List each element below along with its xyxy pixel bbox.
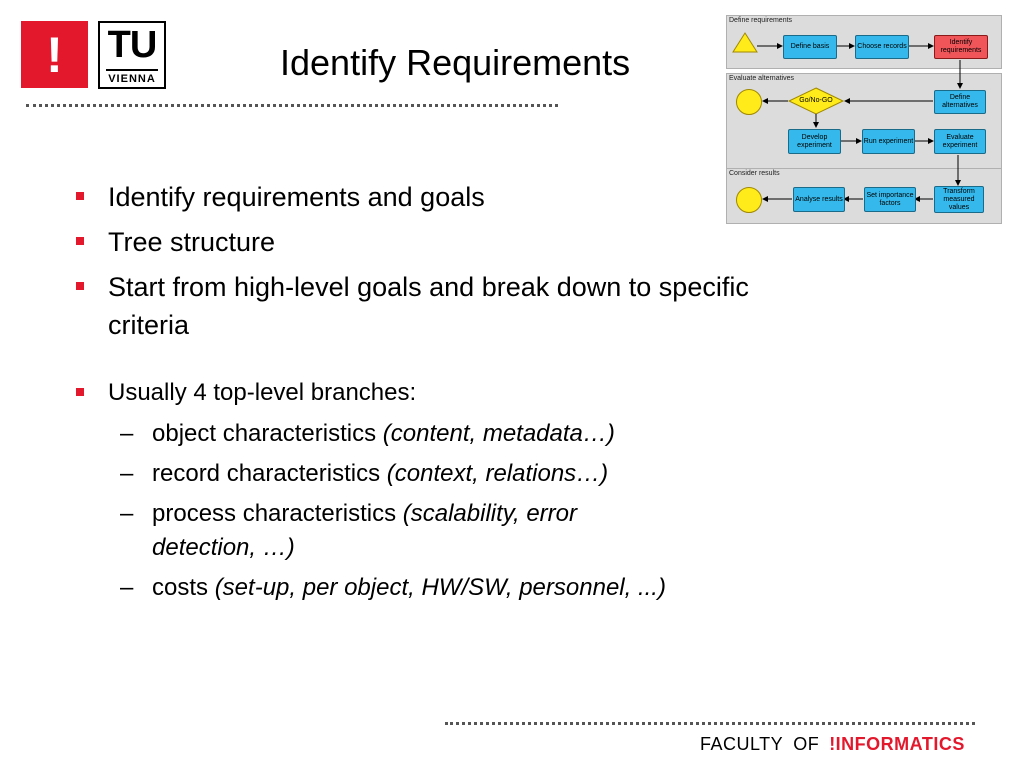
box-develop-experiment: Develop experiment: [788, 129, 841, 154]
diagram-connectors: [732, 32, 963, 202]
lane-label: Evaluate alternatives: [729, 75, 794, 82]
sub-item: – costs (set-up, per object, HW/SW, pers…: [72, 571, 772, 605]
logo-tu-vienna: TU VIENNA: [98, 21, 166, 89]
sub-item-text: costs: [152, 574, 215, 601]
box-run-experiment: Run experiment: [862, 129, 915, 154]
box-analyse-results: Analyse results: [793, 187, 845, 212]
footer-faculty: FACULTY OF !INFORMATICS: [700, 734, 965, 755]
end-circle-icon: [736, 187, 762, 213]
sub-item-text: object characteristics: [152, 420, 383, 447]
dash-mark: –: [120, 460, 134, 487]
box-set-importance: Set importance factors: [864, 187, 916, 212]
sub-item: – object characteristics (content, metad…: [72, 417, 772, 451]
bullet-item: Usually 4 top-level branches:: [72, 376, 772, 410]
footer-faculty-text: FACULTY: [700, 734, 784, 754]
lane-label: Define requirements: [729, 17, 793, 24]
sub-item: – process characteristics (scalability, …: [72, 497, 672, 565]
sub-item-note: (content, metadata…): [382, 420, 615, 447]
lane-label: Consider results: [729, 170, 780, 177]
logo-rule: [106, 69, 158, 71]
box-define-alternatives: Define alternatives: [934, 90, 986, 114]
box-define-basis: Define basis: [783, 35, 837, 59]
title-divider: [26, 104, 558, 107]
logo-tu-text: TU: [107, 24, 158, 66]
bullet-item: Identify requirements and goals: [72, 178, 772, 216]
sub-item: – record characteristics (context, relat…: [72, 457, 772, 491]
slide-body: Identify requirements and goals Tree str…: [72, 178, 772, 605]
sub-item-text: record characteristics: [152, 460, 387, 487]
dash-mark: –: [120, 500, 134, 527]
logo-vienna-text: VIENNA: [108, 73, 156, 85]
bullet-item: Start from high-level goals and break do…: [72, 268, 772, 344]
footer-of-text: OF: [793, 734, 820, 754]
end-circle-icon: [736, 89, 762, 115]
page-title: Identify Requirements: [280, 42, 631, 83]
dash-mark: –: [120, 574, 134, 601]
process-diagram: Define requirements Evaluate alternative…: [726, 15, 1002, 224]
footer-divider: [445, 722, 975, 725]
bullet-item: Tree structure: [72, 223, 772, 261]
sub-item-note: (context, relations…): [386, 460, 609, 487]
sub-item-note: (set-up, per object, HW/SW, personnel, .…: [214, 574, 666, 601]
footer-informatics-text: !INFORMATICS: [829, 734, 965, 754]
sub-item-note: (scalability, error detection, …): [152, 500, 578, 561]
sub-item-text: process characteristics: [152, 500, 403, 527]
logo-exclamation: !: [21, 21, 88, 88]
dash-mark: –: [120, 420, 134, 447]
box-transform-values: Transform measured values: [934, 186, 984, 213]
box-choose-records: Choose records: [855, 35, 909, 59]
decision-label: Go/No-GO: [799, 97, 833, 104]
box-evaluate-experiment: Evaluate experiment: [934, 129, 986, 154]
start-triangle-icon: [732, 32, 758, 53]
box-identify-requirements: Identify requirements: [934, 35, 988, 59]
